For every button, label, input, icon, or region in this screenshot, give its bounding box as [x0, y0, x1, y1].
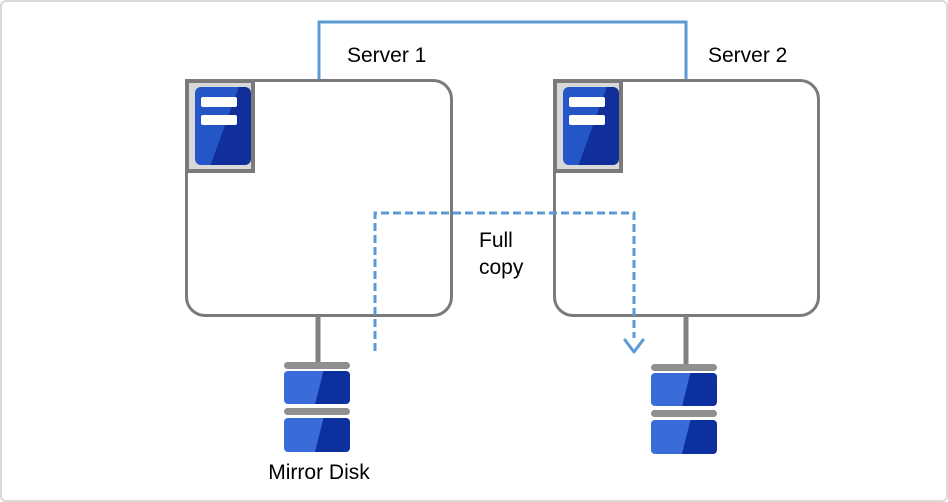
disk-platter — [651, 373, 717, 406]
server-tower-body — [195, 87, 251, 165]
server2-box — [553, 79, 820, 317]
server-drive-slot — [569, 97, 605, 107]
mirror-disk-icon — [651, 364, 717, 454]
full-copy-arrowhead-icon — [623, 338, 645, 354]
disk-platter — [651, 420, 717, 454]
mirror-disk-label: Mirror Disk — [268, 461, 370, 484]
server2-label: Server 2 — [708, 44, 788, 67]
disk-cap — [284, 362, 350, 369]
server1-label: Server 1 — [347, 44, 427, 67]
server-link-line — [317, 20, 688, 79]
mirror-disk-icon — [284, 362, 350, 452]
server-tower-icon — [185, 79, 255, 173]
server-tower-icon — [553, 79, 623, 173]
disk-cap — [284, 408, 350, 415]
disk-cap — [651, 364, 717, 371]
server-drive-slot — [201, 97, 237, 107]
full-copy-dashed-arrow-line — [373, 211, 636, 351]
disk-cap — [651, 410, 717, 417]
disk-platter — [284, 418, 350, 452]
server-tower-body — [563, 87, 619, 165]
server-drive-slot — [201, 115, 237, 125]
full-copy-label: Full copy — [479, 229, 524, 279]
disk-platter — [284, 371, 350, 404]
server-drive-slot — [569, 115, 605, 125]
